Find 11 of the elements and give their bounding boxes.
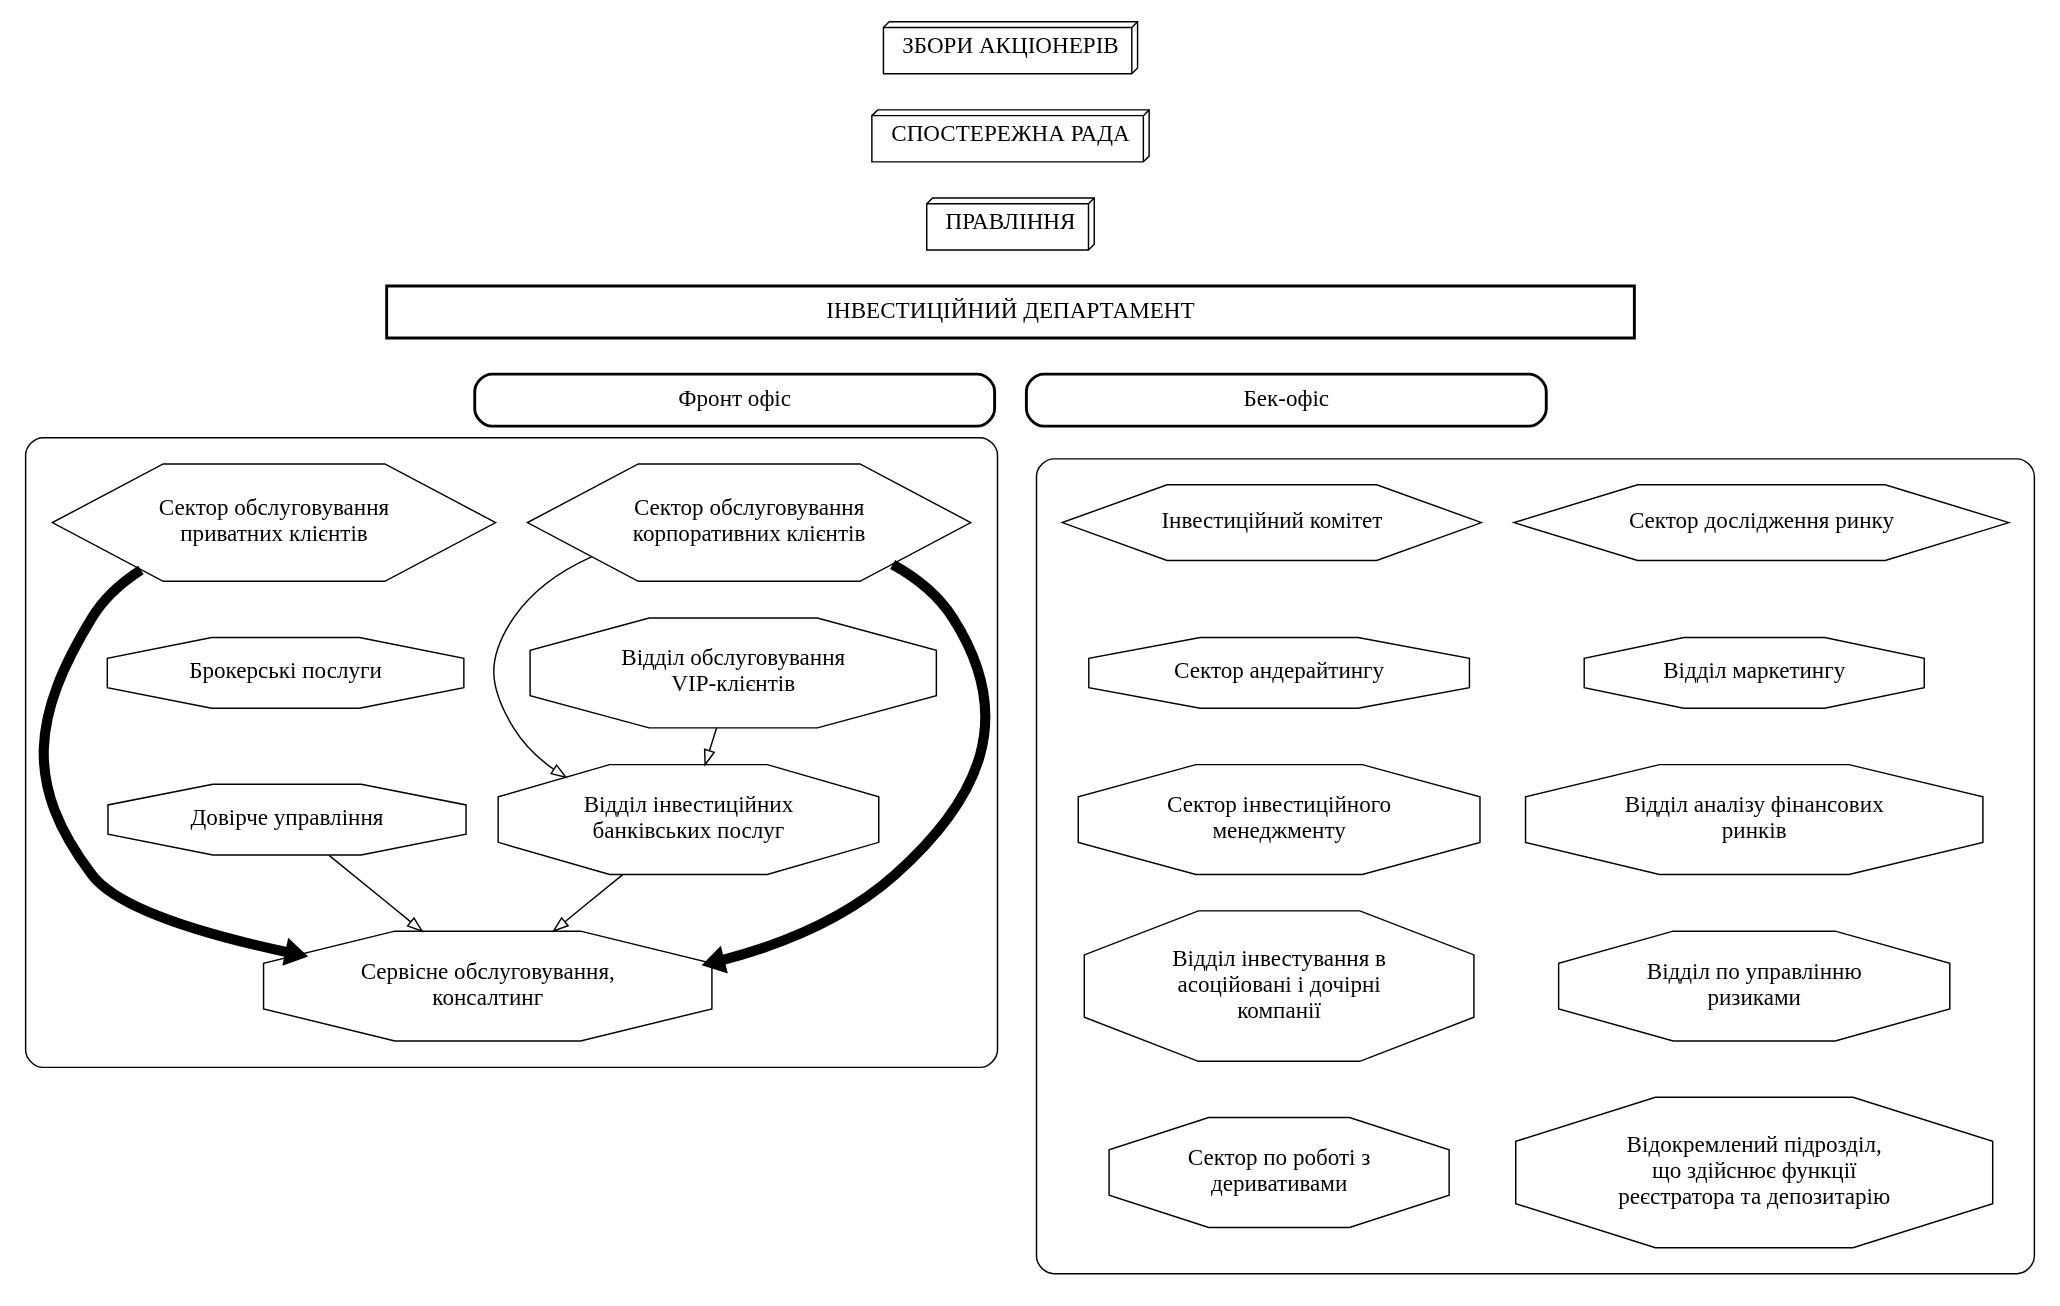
node-box: Бек-офіс xyxy=(1024,372,1548,428)
arrow xyxy=(701,559,991,974)
arrow xyxy=(38,565,309,966)
cluster xyxy=(24,436,999,1068)
arrow xyxy=(551,873,624,932)
arrow xyxy=(703,726,718,767)
cluster xyxy=(1035,457,2036,1274)
arrow xyxy=(493,555,593,778)
node-box: Фронт офіс xyxy=(473,372,997,428)
node-box: ІНВЕСТИЦІЙНИЙ ДЕПАРТАМЕНТ xyxy=(385,284,1636,339)
arrow xyxy=(328,854,424,932)
